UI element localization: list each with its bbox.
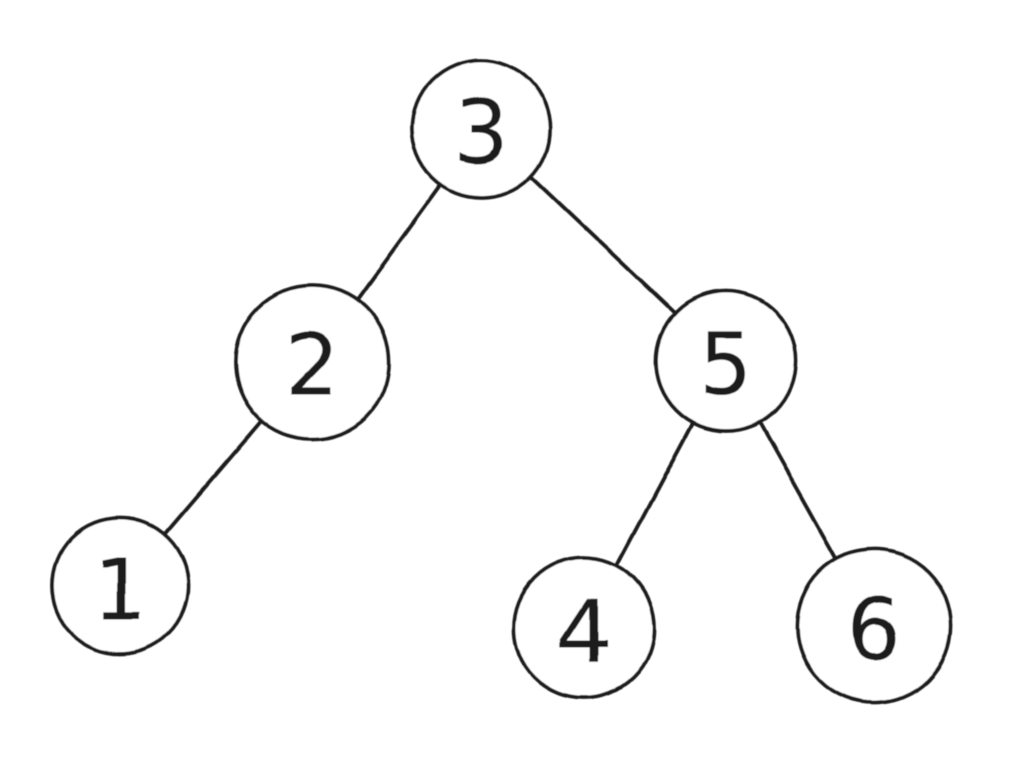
node-circle [795,547,953,705]
node-label: 1 [93,540,148,640]
tree-edge-5-4 [615,421,695,568]
node-circle [50,516,190,656]
edges-layer [162,175,838,568]
tree-node-2: 2 [233,283,391,441]
tree-edge-3-2 [355,183,442,301]
tree-edge-3-5 [529,175,677,315]
tree-node-6: 6 [795,547,953,705]
tree-edge-2-1 [162,419,264,536]
node-label: 2 [285,316,340,416]
tree-node-5: 5 [654,289,798,433]
node-circle [654,289,798,433]
tree-node-1: 1 [50,516,190,656]
node-label: 6 [847,580,902,680]
tree-node-4: 4 [512,556,656,700]
node-label: 5 [699,315,754,415]
tree-edge-5-6 [758,421,838,560]
node-label: 3 [454,83,509,183]
node-label: 4 [557,582,612,682]
node-circle [512,556,656,700]
node-circle [233,283,391,441]
node-circle [410,58,552,200]
nodes-layer: 3 2 5 1 4 6 [50,58,953,705]
tree-node-3: 3 [410,58,552,200]
